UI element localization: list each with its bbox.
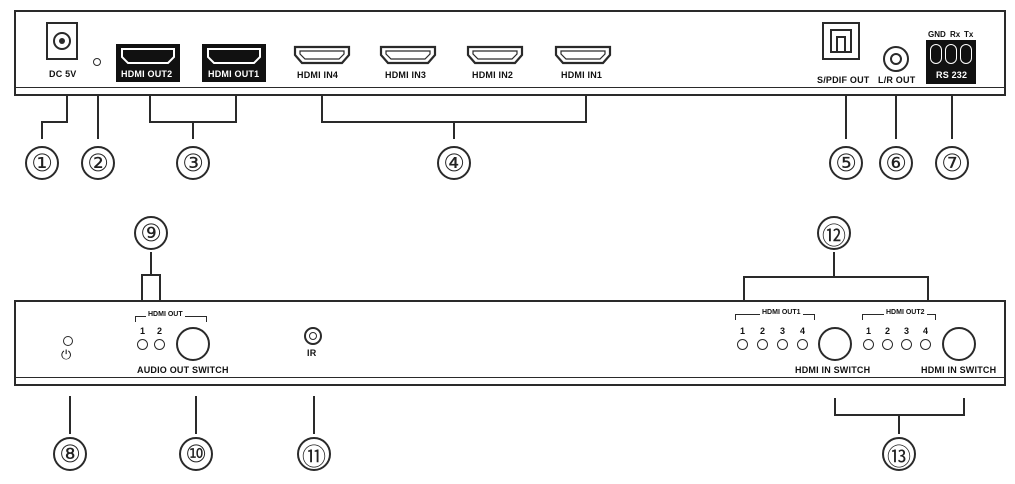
- leader-10: [195, 396, 197, 434]
- leader-12: [833, 252, 835, 278]
- hdmi-in2-label: HDMI IN2: [472, 70, 514, 80]
- callout-5: ⑤: [829, 146, 863, 180]
- leader-12: [927, 276, 929, 300]
- hdmi-in4-port: [293, 45, 351, 65]
- out1-led-1-label: 1: [740, 326, 746, 336]
- out1-led-2: [757, 339, 768, 350]
- out1-hdmi-in-switch-label: HDMI IN SWITCH: [795, 365, 871, 375]
- out1-led-4: [797, 339, 808, 350]
- leader-12: [743, 276, 929, 278]
- callout-6: ⑥: [879, 146, 913, 180]
- lr-out-label: L/R OUT: [878, 75, 916, 85]
- out1-led-2-label: 2: [760, 326, 766, 336]
- leader-13: [834, 398, 836, 416]
- out1-led-1: [737, 339, 748, 350]
- hdmi-out1-port: HDMI OUT1: [202, 44, 266, 82]
- callout-13: ⑬: [882, 437, 916, 471]
- leader-6: [895, 96, 897, 139]
- ir-receiver: [304, 327, 322, 345]
- out2-led-3-label: 3: [904, 326, 910, 336]
- lr-audio-jack: [883, 46, 909, 72]
- rear-indicator-hole: [93, 58, 101, 66]
- callout-11: ⑪: [297, 437, 331, 471]
- callout-9: ⑨: [134, 216, 168, 250]
- out2-led-1: [863, 339, 874, 350]
- callout-2: ②: [81, 146, 115, 180]
- spdif-optical-port: [822, 22, 860, 60]
- hdmi-in3-port: [379, 45, 437, 65]
- callout-4: ④: [437, 146, 471, 180]
- out1-led-4-label: 4: [800, 326, 806, 336]
- out2-led-3: [901, 339, 912, 350]
- leader-11: [313, 396, 315, 434]
- out1-led-3: [777, 339, 788, 350]
- out2-hdmi-in-switch-button[interactable]: [942, 327, 976, 361]
- rs232-terminal-block: RS 232: [926, 40, 976, 84]
- leader-3: [192, 121, 194, 139]
- leader-12: [743, 276, 745, 300]
- audio-led-2-label: 2: [157, 326, 163, 336]
- hdmi-out1-label: HDMI OUT1: [208, 69, 260, 79]
- leader-4: [453, 121, 455, 139]
- audio-led-1: [137, 339, 148, 350]
- out2-led-2-label: 2: [885, 326, 891, 336]
- out1-hdmi-in-switch-button[interactable]: [818, 327, 852, 361]
- dc-power-jack: [46, 22, 78, 60]
- hdmi-in2-port: [466, 45, 524, 65]
- leader-5: [845, 96, 847, 139]
- hdmi-out2-port: HDMI OUT2: [116, 44, 180, 82]
- tx-label: Tx: [964, 30, 974, 39]
- leader-1: [66, 96, 68, 123]
- leader-2: [97, 96, 99, 139]
- leader-3: [235, 96, 237, 123]
- spdif-label: S/PDIF OUT: [817, 75, 870, 85]
- leader-1: [41, 121, 43, 139]
- leader-13: [898, 414, 900, 434]
- power-icon: ⏻: [61, 348, 72, 363]
- power-led: [63, 336, 73, 346]
- out2-led-2: [882, 339, 893, 350]
- leader-9: [159, 274, 161, 300]
- hdmi-in4-label: HDMI IN4: [297, 70, 339, 80]
- hdmi-in1-port: [554, 45, 612, 65]
- leader-4: [585, 96, 587, 123]
- hdmi-out2-label: HDMI OUT2: [121, 69, 173, 79]
- leader-9: [150, 252, 152, 276]
- out2-led-1-label: 1: [866, 326, 872, 336]
- hdmi-in1-label: HDMI IN1: [561, 70, 603, 80]
- out2-hdmi-in-switch-label: HDMI IN SWITCH: [921, 365, 997, 375]
- audio-group-label: HDMI OUT: [146, 311, 185, 318]
- callout-3: ③: [176, 146, 210, 180]
- out2-led-4-label: 4: [923, 326, 929, 336]
- callout-10: ⑩: [179, 437, 213, 471]
- out1-group-label: HDMI OUT1: [760, 309, 803, 316]
- leader-9: [141, 274, 161, 276]
- audio-led-1-label: 1: [140, 326, 146, 336]
- audio-out-switch-button[interactable]: [176, 327, 210, 361]
- out1-led-3-label: 3: [780, 326, 786, 336]
- rs232-label: RS 232: [936, 70, 968, 80]
- dc-label: DC 5V: [49, 69, 77, 79]
- leader-8: [69, 396, 71, 434]
- leader-13: [963, 398, 965, 416]
- callout-12: ⑫: [817, 216, 851, 250]
- out2-group-label: HDMI OUT2: [884, 309, 927, 316]
- leader-7: [951, 96, 953, 139]
- callout-1: ①: [25, 146, 59, 180]
- leader-1: [41, 121, 67, 123]
- leader-3: [149, 96, 151, 123]
- audio-out-switch-label: AUDIO OUT SWITCH: [137, 365, 229, 375]
- gnd-label: GND: [928, 30, 946, 39]
- ir-label: IR: [307, 348, 317, 358]
- audio-led-2: [154, 339, 165, 350]
- rx-label: Rx: [950, 30, 961, 39]
- out2-led-4: [920, 339, 931, 350]
- callout-8: ⑧: [53, 437, 87, 471]
- leader-4: [321, 96, 323, 123]
- callout-7: ⑦: [935, 146, 969, 180]
- hdmi-in3-label: HDMI IN3: [385, 70, 427, 80]
- leader-9: [141, 274, 143, 300]
